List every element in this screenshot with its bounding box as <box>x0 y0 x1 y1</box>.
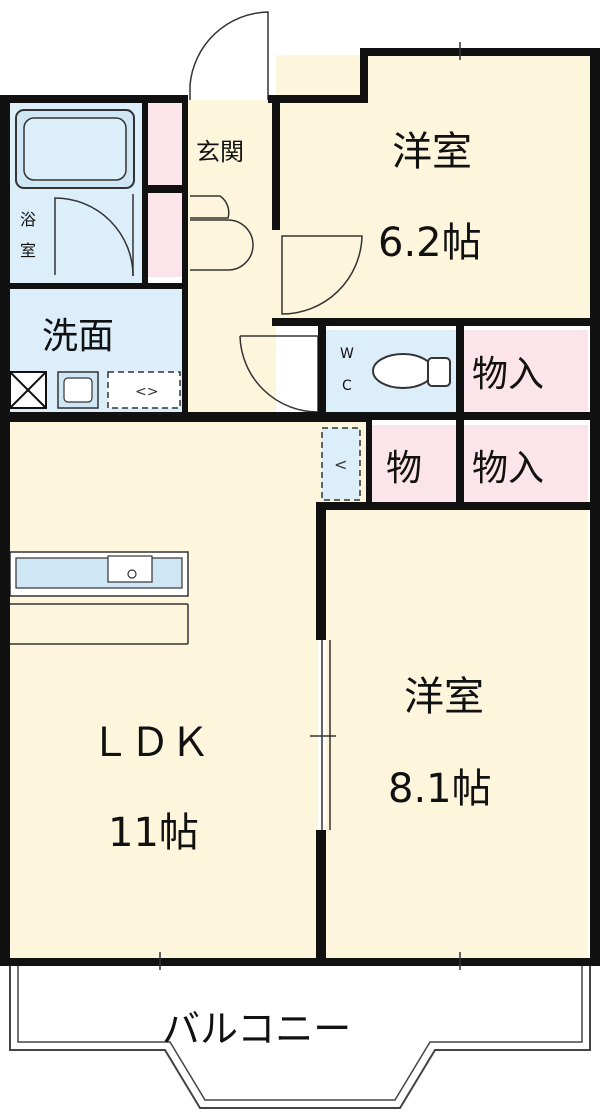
labels: 浴 室 玄関 洋室 6.2帖 洗面 W C 物入 物 物入 ＬＤＫ 11帖 洋室… <box>20 129 544 1051</box>
hall-storage-icon <box>321 427 361 501</box>
toilet-label-line2: C <box>342 378 352 394</box>
walls <box>0 48 600 966</box>
western-room-north-size: 6.2帖 <box>378 220 482 266</box>
washer-space-icon <box>107 371 181 409</box>
pink-strip-lower <box>148 193 186 277</box>
svg-text:<: < <box>334 455 347 474</box>
ldk-label: ＬＤＫ <box>90 720 210 766</box>
hall-cabinet-door-icon <box>190 195 230 219</box>
ldk-size: 11帖 <box>108 810 199 856</box>
entrance-door-icon <box>189 11 269 100</box>
north-room-door-icon <box>281 235 363 315</box>
balcony-outline-outer <box>9 962 591 1109</box>
closet-3-floor <box>462 425 588 503</box>
western-room-north-label: 洋室 <box>392 129 472 175</box>
washroom-label: 洗面 <box>42 316 114 357</box>
bath-label-line2: 室 <box>20 241 36 260</box>
western-room-south-size: 8.1帖 <box>388 766 492 812</box>
toilet-label-line1: W <box>340 346 354 362</box>
toilet-door-icon <box>239 335 319 413</box>
doors <box>189 11 363 830</box>
western-room-south-label: 洋室 <box>404 674 484 720</box>
toilet-icon <box>372 353 434 389</box>
closet-1-label: 物入 <box>472 354 544 395</box>
window-marks <box>159 42 461 970</box>
ldk-floor <box>10 420 318 958</box>
entrance-floor <box>188 100 276 188</box>
balcony <box>9 962 591 1109</box>
balcony-outline-inner <box>17 962 583 1101</box>
western-room-south-floor <box>326 510 588 958</box>
entrance-label: 玄関 <box>196 138 244 166</box>
pink-strip-upper <box>148 100 186 185</box>
bath-door-icon <box>54 197 134 277</box>
balcony-label: バルコニー <box>162 1007 351 1051</box>
bath-label-line1: 浴 <box>20 210 36 229</box>
closet-2-label: 物 <box>386 448 422 489</box>
closet-3-label: 物入 <box>472 448 544 489</box>
svg-text:<>: <> <box>135 384 158 400</box>
closet-1-floor <box>462 330 588 412</box>
closet-2-floor <box>372 425 456 503</box>
fixtures: <> < <box>9 109 451 645</box>
